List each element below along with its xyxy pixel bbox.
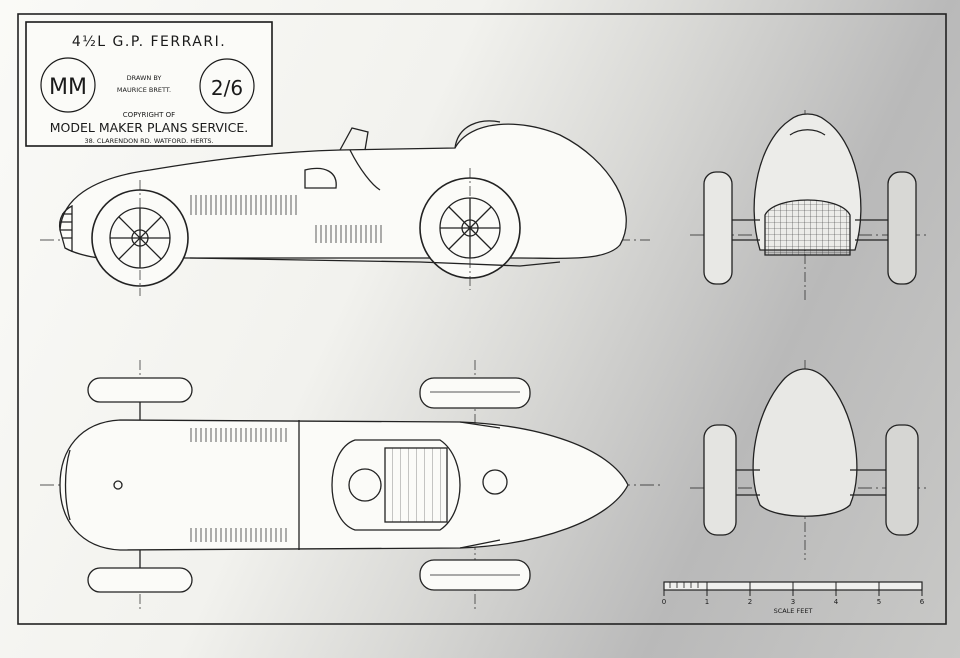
price-circle xyxy=(199,58,255,114)
scale-ticks: 0 1 2 3 4 5 6 xyxy=(662,598,925,606)
scale-tick-3: 3 xyxy=(791,598,795,606)
model-title: 4½L G.P. FERRARI. xyxy=(72,34,226,50)
price: 2/6 xyxy=(211,76,243,100)
drawn-by-name: MAURICE BRETT. xyxy=(117,86,171,94)
drawn-by-label: DRAWN BY xyxy=(127,74,162,82)
scale-tick-6: 6 xyxy=(920,598,925,606)
scale-tick-2: 2 xyxy=(748,598,752,606)
scale-bar xyxy=(663,581,923,596)
copyright-label: COPYRIGHT OF xyxy=(123,111,175,119)
side-elevation-view xyxy=(40,120,650,296)
front-elevation-view xyxy=(690,110,930,300)
scale-tick-5: 5 xyxy=(877,598,881,606)
sheet-border xyxy=(17,13,947,625)
scale-tick-1: 1 xyxy=(705,598,709,606)
title-block: 4½L G.P. FERRARI. MM DRAWN BY MAURICE BR… xyxy=(25,21,273,147)
scale-tick-4: 4 xyxy=(834,598,839,606)
plan-view xyxy=(40,360,660,610)
mm-logo-letters: MM xyxy=(49,75,87,100)
scale-tick-0: 0 xyxy=(662,598,666,606)
scale-label: SCALE FEET xyxy=(774,607,813,615)
company-name: MODEL MAKER PLANS SERVICE. xyxy=(50,120,248,135)
mm-logo-circle xyxy=(40,57,96,113)
company-address: 38. CLARENDON RD. WATFORD. HERTS. xyxy=(84,137,213,145)
rear-elevation-view xyxy=(690,360,930,560)
